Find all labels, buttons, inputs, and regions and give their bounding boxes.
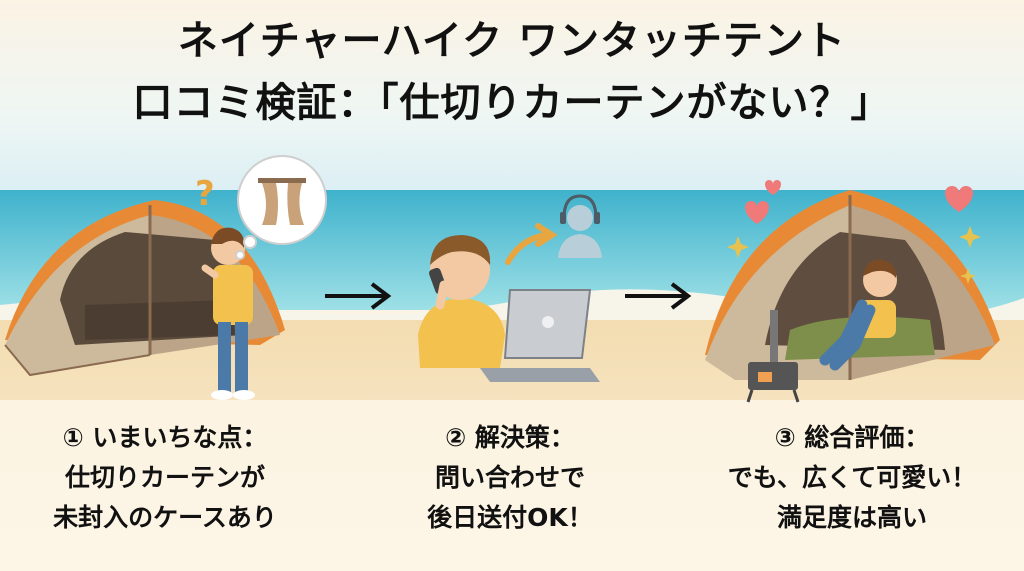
step-3-caption: ③ 総合評価： でも、広くて可愛い！ 満足度は高い <box>680 418 1024 538</box>
person-relaxing <box>819 259 897 371</box>
step-1-line2: 仕切りカーテンが <box>64 463 265 492</box>
sparkle-icon <box>727 226 981 284</box>
step-1-line3: 未封入のケースあり <box>53 503 277 532</box>
person-on-phone <box>418 235 505 368</box>
page-title-line1: ネイチャーハイク ワンタッチテント <box>177 18 847 64</box>
step-3-line2: でも、広くて可愛い！ <box>727 463 977 492</box>
curved-arrow <box>505 232 548 265</box>
step-2-heading: ② 解決策： <box>445 423 575 452</box>
arrow-right-icon <box>625 282 692 310</box>
page-title-line2: 口コミ検証：「仕切りカーテンがない？」 <box>132 80 892 126</box>
support-headset-icon <box>558 194 602 258</box>
arrow-right-icon <box>325 282 392 310</box>
camp-stove <box>746 310 800 403</box>
step-1-caption: ① いまいちな点： 仕切りカーテンが 未封入のケースあり <box>0 418 330 538</box>
question-mark-icon: ? <box>195 174 215 214</box>
step-3-line3: 満足度は高い <box>776 503 927 532</box>
step-3-heading: ③ 総合評価： <box>774 423 930 452</box>
laptop <box>480 289 600 382</box>
step-2-caption: ② 解決策： 問い合わせで 後日送付OK！ <box>365 418 655 538</box>
sky <box>0 0 1024 200</box>
curtain-thought-icon <box>235 155 327 260</box>
person-confused <box>201 227 255 400</box>
step-2-line2: 問い合わせで <box>434 463 585 492</box>
heart-icon <box>745 180 973 224</box>
step-1-heading: ① いまいちな点： <box>62 423 268 452</box>
step-2-line3: 後日送付OK！ <box>427 503 593 532</box>
